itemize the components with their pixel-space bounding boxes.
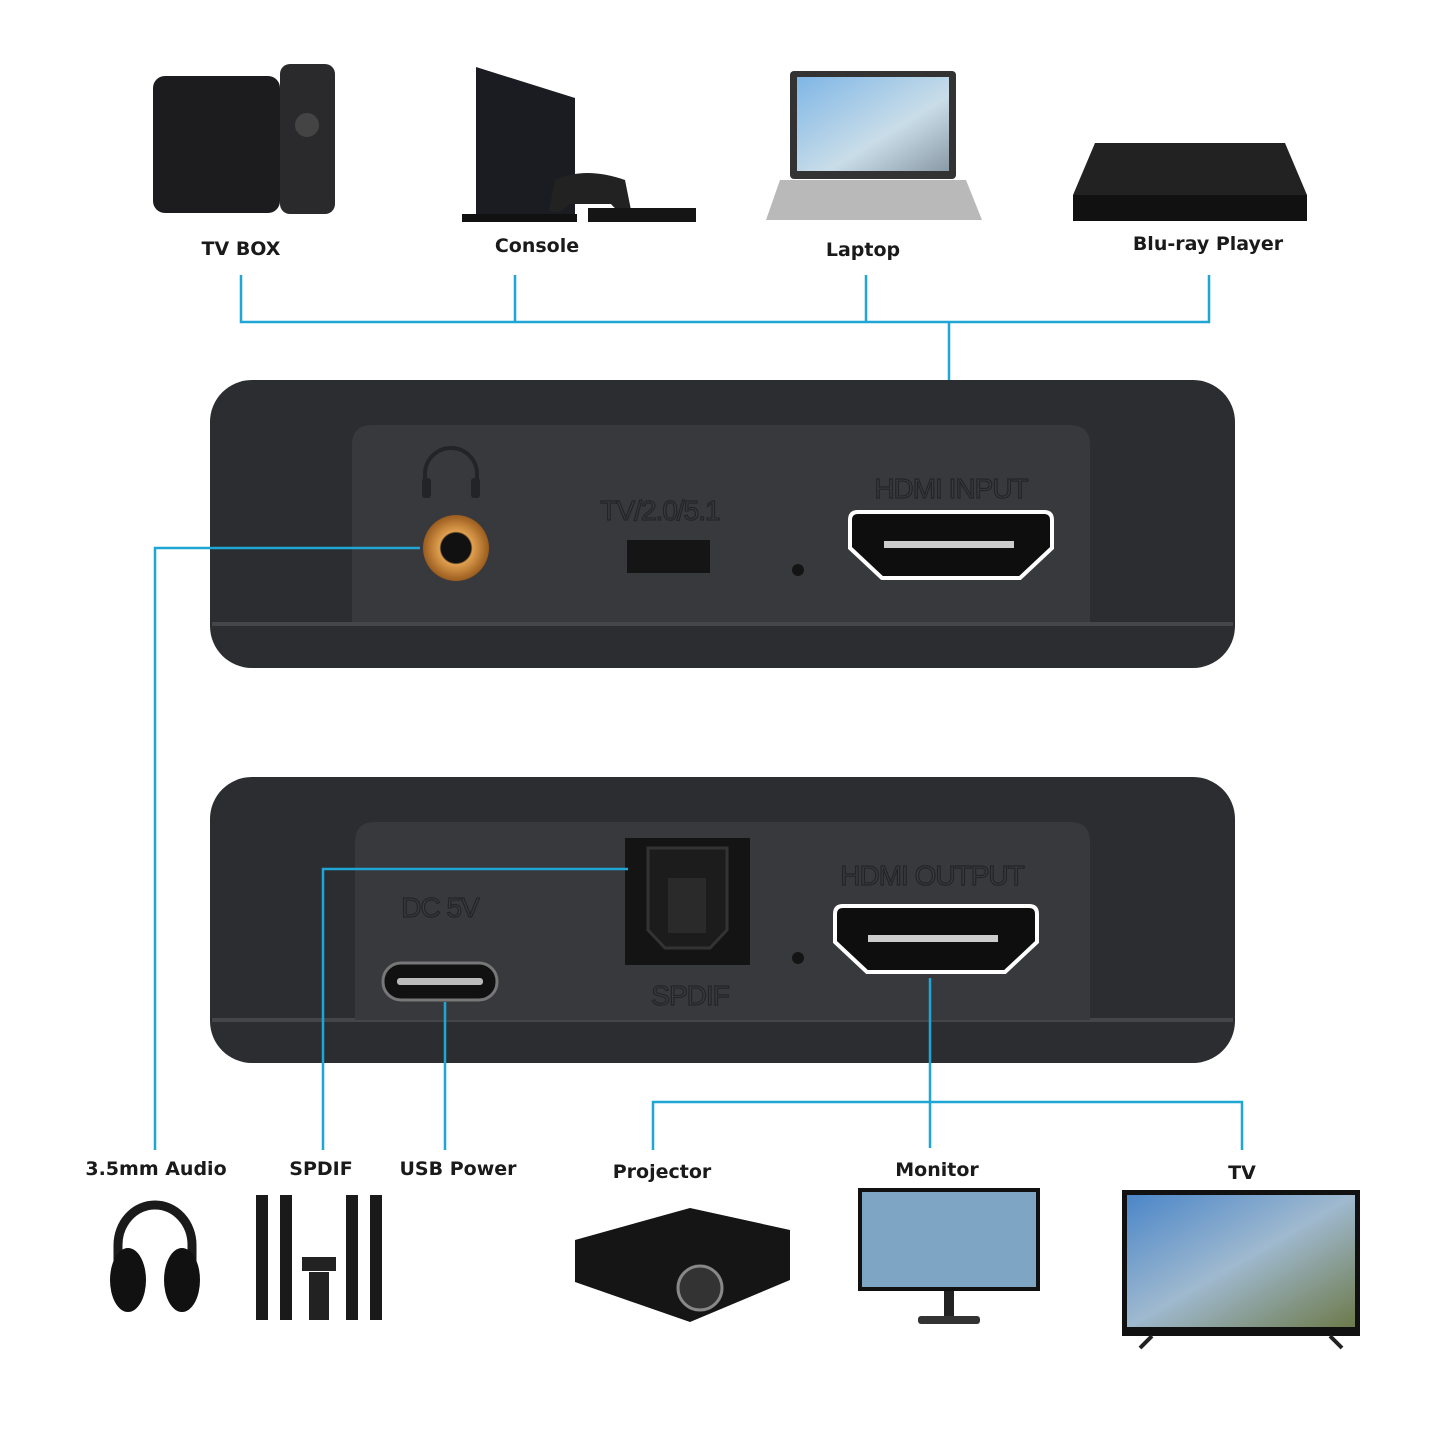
spdif-optical-port [625,838,750,965]
speaker-system-icon [256,1195,382,1320]
dc-5v-label: DC 5V [401,892,480,923]
hdmi-input-port [848,510,1054,580]
indicator-led [792,564,804,576]
audio-connection-line [153,546,420,1150]
headphone-icon [422,446,480,498]
output-label-projector: Projector [613,1161,712,1183]
output-label-monitor: Monitor [895,1159,979,1181]
headphone-jack [423,515,489,581]
device-input-side: TV/2.0/5.1 HDMI INPUT [210,380,1235,668]
output-label-tv: TV [1228,1162,1256,1184]
output-connection-lines [321,867,1244,1150]
output-label-usb-power: USB Power [400,1158,518,1180]
game-console-icon [462,67,696,222]
source-label-bluray: Blu-ray Player [1133,233,1284,255]
input-connection-lines [239,275,1211,522]
source-label-tv-box: TV BOX [202,238,281,260]
output-label-spdif: SPDIF [289,1158,352,1180]
tv-icon [1122,1190,1360,1350]
switch-label: TV/2.0/5.1 [600,495,720,526]
laptop-icon [766,71,982,220]
source-label-laptop: Laptop [826,239,900,261]
indicator-led [792,952,804,964]
bluray-player-icon [1073,143,1307,221]
spdif-port-label: SPDIF [651,980,728,1011]
source-label-console: Console [495,235,579,257]
output-label-audio: 3.5mm Audio [85,1158,226,1180]
hdmi-input-label: HDMI INPUT [874,473,1028,504]
usb-c-port [381,961,499,1002]
headphones-icon [110,1200,200,1312]
device-output-side: DC 5V SPDIF HDMI OUTPUT [210,777,1235,1063]
monitor-icon [858,1188,1040,1324]
hdmi-output-label: HDMI OUTPUT [840,860,1024,891]
projector-icon [575,1208,790,1322]
tv-box-icon [153,64,335,214]
mode-switch[interactable] [627,540,710,573]
hdmi-output-port [833,904,1039,974]
